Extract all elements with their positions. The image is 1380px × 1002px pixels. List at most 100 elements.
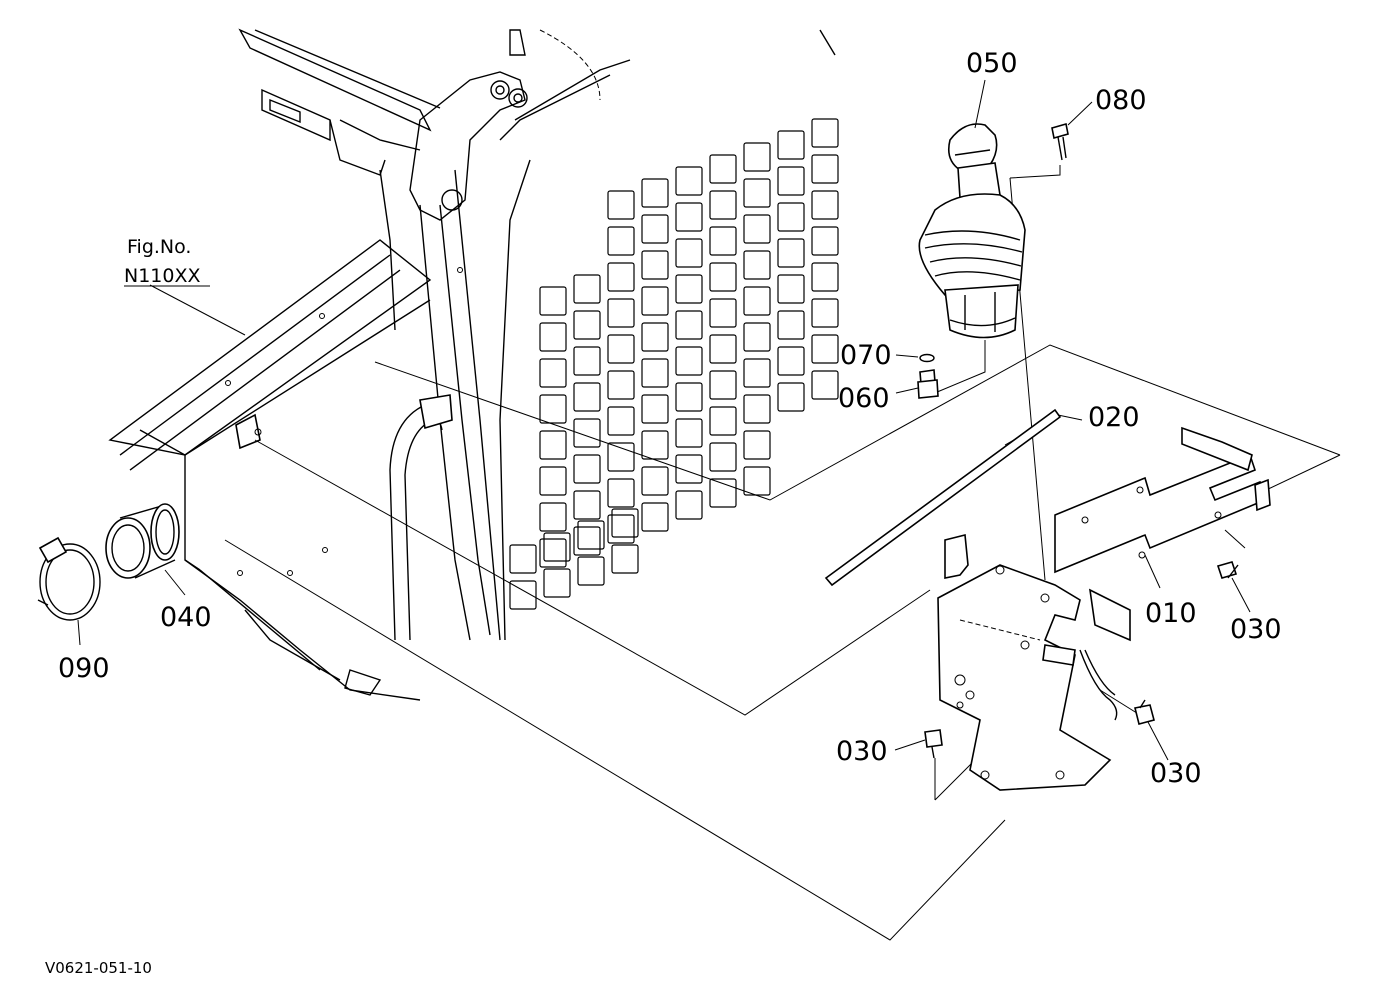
mesh-cell bbox=[675, 274, 703, 304]
mesh-cell bbox=[641, 286, 669, 316]
mesh-cell bbox=[573, 310, 601, 340]
mesh-cell bbox=[539, 502, 567, 532]
cab-frame-drawing bbox=[108, 28, 836, 701]
mesh-cell bbox=[607, 406, 635, 436]
mesh-cell bbox=[509, 544, 537, 574]
callout-leaders bbox=[77, 79, 1251, 761]
mesh-cell bbox=[675, 382, 703, 412]
mesh-cell bbox=[709, 190, 737, 220]
mesh-cell bbox=[675, 310, 703, 340]
rod-icon bbox=[824, 408, 1062, 587]
mesh-cell bbox=[811, 118, 839, 148]
mesh-cell bbox=[709, 370, 737, 400]
joystick-mount-bracket bbox=[937, 533, 1118, 791]
mesh-cell bbox=[641, 430, 669, 460]
callout-080: 080 bbox=[1095, 85, 1147, 116]
mesh-cell bbox=[777, 310, 805, 340]
mesh-cell bbox=[811, 226, 839, 256]
mesh-cell bbox=[709, 154, 737, 184]
mesh-cell bbox=[811, 154, 839, 184]
mesh-cell bbox=[641, 214, 669, 244]
mesh-cell bbox=[777, 274, 805, 304]
callout-090: 090 bbox=[58, 653, 110, 684]
mesh-cell bbox=[607, 370, 635, 400]
mesh-cell bbox=[675, 238, 703, 268]
mesh-cell bbox=[641, 178, 669, 208]
mesh-cell bbox=[577, 556, 605, 586]
mesh-cell bbox=[573, 418, 601, 448]
mesh-cell bbox=[709, 334, 737, 364]
mesh-cell bbox=[543, 532, 571, 562]
mesh-cell bbox=[641, 358, 669, 388]
mesh-cell bbox=[573, 346, 601, 376]
figure-reference-label: Fig.No. bbox=[127, 236, 191, 258]
callout-010: 010 bbox=[1145, 598, 1197, 629]
callout-030-lower-right: 030 bbox=[1150, 758, 1202, 789]
mesh-cell bbox=[675, 166, 703, 196]
joystick-icon bbox=[918, 123, 1026, 339]
mesh-cell bbox=[811, 262, 839, 292]
mesh-cell bbox=[777, 346, 805, 376]
figure-reference-number: N110XX bbox=[124, 265, 201, 287]
hose-fitting-icon bbox=[105, 503, 180, 579]
bracket-icon bbox=[1054, 426, 1271, 642]
mesh-cell bbox=[573, 454, 601, 484]
mesh-cell bbox=[607, 298, 635, 328]
callout-050: 050 bbox=[966, 48, 1018, 79]
mesh-cell bbox=[709, 478, 737, 508]
mesh-cell bbox=[539, 430, 567, 460]
mesh-cell bbox=[573, 490, 601, 520]
mesh-cell bbox=[777, 166, 805, 196]
mesh-cell bbox=[743, 178, 771, 208]
mesh-cell bbox=[611, 508, 639, 538]
mesh-cell bbox=[607, 442, 635, 472]
mesh-cell bbox=[641, 502, 669, 532]
mesh-cell bbox=[709, 226, 737, 256]
mesh-cell bbox=[543, 568, 571, 598]
mesh-cell bbox=[743, 142, 771, 172]
mesh-cell bbox=[777, 238, 805, 268]
mesh-cell bbox=[743, 430, 771, 460]
mesh-cell bbox=[539, 394, 567, 424]
mesh-cell bbox=[675, 418, 703, 448]
callout-040: 040 bbox=[160, 602, 212, 633]
callout-020: 020 bbox=[1088, 402, 1140, 433]
mesh-cell bbox=[743, 214, 771, 244]
mesh-cell bbox=[709, 442, 737, 472]
mesh-cell bbox=[811, 334, 839, 364]
mesh-cell bbox=[777, 130, 805, 160]
callout-070: 070 bbox=[840, 340, 892, 371]
mesh-cell bbox=[743, 466, 771, 496]
mesh-cell bbox=[573, 382, 601, 412]
mesh-cell bbox=[607, 478, 635, 508]
mesh-cell bbox=[777, 202, 805, 232]
mesh-cell bbox=[675, 454, 703, 484]
mesh-cell bbox=[539, 466, 567, 496]
mesh-cell bbox=[607, 262, 635, 292]
callout-030-lower-left: 030 bbox=[836, 736, 888, 767]
mesh-cell bbox=[811, 370, 839, 400]
mesh-cell bbox=[607, 190, 635, 220]
callout-060: 060 bbox=[838, 383, 890, 414]
mesh-cell bbox=[743, 250, 771, 280]
mesh-cell bbox=[641, 394, 669, 424]
mesh-cell bbox=[811, 298, 839, 328]
mesh-cell bbox=[539, 358, 567, 388]
hose-clamp-icon bbox=[37, 536, 101, 621]
bolt-icon bbox=[924, 729, 943, 759]
mesh-cell bbox=[709, 262, 737, 292]
mesh-cell bbox=[709, 298, 737, 328]
mesh-cell bbox=[743, 358, 771, 388]
mesh-cell bbox=[509, 580, 537, 610]
mesh-cell bbox=[573, 274, 601, 304]
mesh-cell bbox=[577, 520, 605, 550]
mesh-cell bbox=[641, 322, 669, 352]
mesh-cell bbox=[709, 406, 737, 436]
mesh-cell bbox=[539, 286, 567, 316]
bolt-icon bbox=[1216, 561, 1239, 579]
mesh-cell bbox=[641, 250, 669, 280]
mesh-cell bbox=[743, 286, 771, 316]
mesh-cell bbox=[573, 526, 601, 556]
bolt-icon bbox=[1134, 699, 1155, 725]
